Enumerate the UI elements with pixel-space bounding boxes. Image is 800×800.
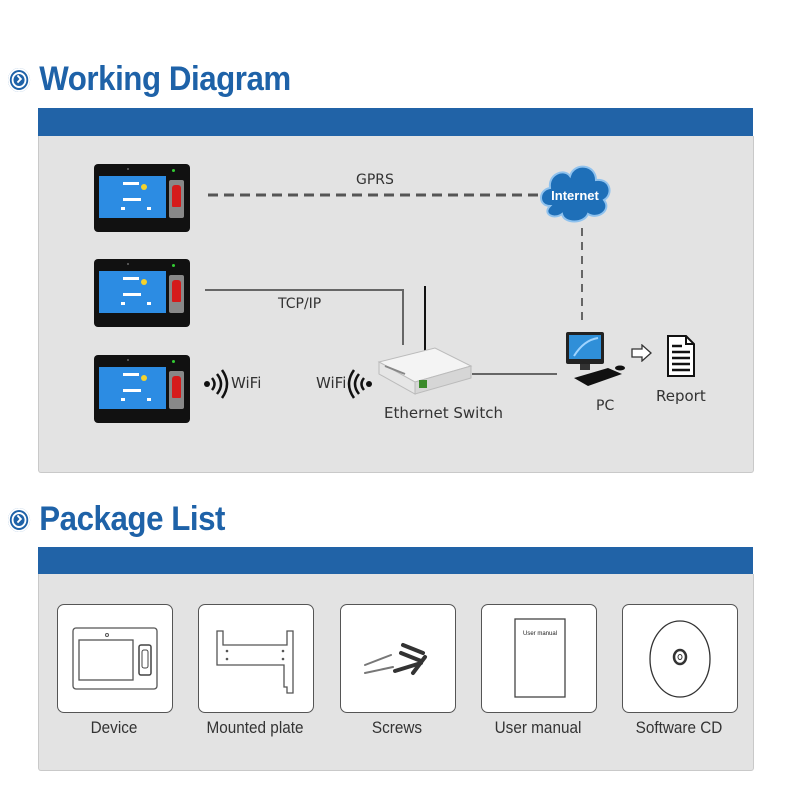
ethernet-switch-icon (377, 286, 473, 395)
section-title-package-list: Package List (8, 500, 225, 539)
package-item-label: Software CD (635, 718, 723, 737)
section-title-text: Working Diagram (39, 60, 291, 98)
header-band (38, 547, 753, 574)
fingerprint-sensor-icon (169, 180, 184, 218)
ethernet-switch-label: Ethernet Switch (384, 404, 503, 422)
package-item-screws (340, 604, 456, 713)
device-icon (72, 627, 158, 690)
package-item-label: Mounted plate (206, 718, 304, 737)
wifi-switch-label: WiFi (316, 374, 347, 392)
package-item-label: User manual (494, 718, 582, 737)
chevron-circle-icon (8, 507, 31, 532)
fingerprint-terminal-2 (94, 259, 190, 327)
gprs-label: GPRS (356, 172, 394, 188)
manual-icon (514, 618, 566, 698)
header-band (38, 108, 753, 136)
fingerprint-sensor-icon (169, 275, 184, 313)
package-item-device (57, 604, 173, 713)
fingerprint-terminal-3 (94, 355, 190, 423)
wifi-signal-icon (347, 369, 372, 399)
internet-label: Internet (551, 188, 599, 203)
report-label: Report (656, 387, 706, 405)
pc-label: PC (596, 398, 615, 414)
fingerprint-terminal-1 (94, 164, 190, 232)
report-document-icon (667, 335, 695, 377)
arrow-right-icon (631, 344, 652, 362)
package-item-mounted-plate (198, 604, 314, 713)
mounting-plate-icon (216, 630, 294, 694)
cloud-icon (540, 165, 611, 223)
section-title-working-diagram: Working Diagram (8, 60, 291, 99)
wifi-signal-icon (204, 369, 229, 399)
package-item-user-manual: User manual (481, 604, 597, 713)
fingerprint-sensor-icon (169, 371, 184, 409)
package-item-label: Screws (371, 718, 423, 737)
tcpip-link (205, 289, 404, 345)
package-item-label: Device (90, 718, 138, 737)
wifi-device-label: WiFi (231, 374, 262, 392)
chevron-circle-icon (8, 67, 31, 92)
tcpip-label: TCP/IP (278, 296, 322, 312)
cd-icon (649, 620, 711, 698)
package-item-software-cd (622, 604, 738, 713)
screws-icon (364, 643, 427, 675)
section-title-text: Package List (39, 500, 226, 538)
pc-icon (566, 332, 625, 386)
manual-cover-text: User manual (522, 631, 557, 637)
internet-cloud: Internet (536, 160, 614, 226)
